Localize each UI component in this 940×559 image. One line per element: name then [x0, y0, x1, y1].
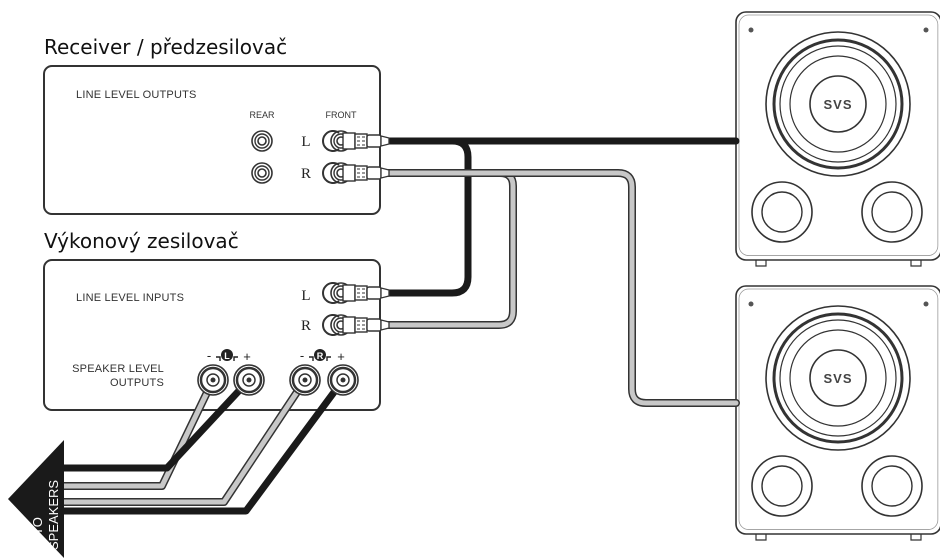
left-channel-badge — [221, 349, 233, 361]
subwoofer-top-logo: SVS — [823, 97, 852, 112]
right-plus-label: + — [337, 349, 345, 364]
subwoofer-top: SVS — [734, 10, 940, 268]
amplifier-inputs-label: LINE LEVEL INPUTS — [76, 292, 184, 304]
right-plus-terminal — [326, 363, 360, 397]
line-level-cables — [381, 137, 740, 407]
subwoofer-bottom: SVS — [734, 284, 940, 542]
speaker-level-label-line1: SPEAKER LEVEL — [72, 363, 164, 375]
left-minus-terminal — [196, 363, 230, 397]
right-channel-badge — [314, 349, 326, 361]
arrow-text-speakers: SPEAKERS — [46, 480, 61, 550]
speaker-wires — [55, 377, 346, 515]
left-plus-label: + — [243, 349, 251, 364]
receiver-front-label: FRONT — [326, 110, 357, 120]
amplifier-right-label: R — [301, 318, 311, 334]
left-channel-letter: L — [224, 351, 230, 361]
right-channel-polarity: - R + — [300, 348, 345, 364]
left-plus-terminal — [232, 363, 266, 397]
to-speakers-arrow: TO SPEAKERS — [8, 440, 64, 558]
receiver-rear-label: REAR — [249, 110, 275, 120]
amplifier-title: Výkonový zesilovač — [44, 229, 239, 253]
receiver-rear-left-jack — [251, 130, 273, 152]
receiver-rear-right-jack — [251, 162, 273, 184]
speaker-level-label-line2: OUTPUTS — [110, 377, 164, 389]
subwoofer-bottom-logo: SVS — [823, 371, 852, 386]
receiver-title: Receiver / předzesilovač — [44, 35, 287, 59]
left-channel-polarity: - L + — [207, 348, 251, 364]
arrow-text-to: TO — [30, 517, 45, 535]
amplifier-left-label: L — [301, 288, 310, 304]
right-minus-terminal — [288, 363, 322, 397]
right-minus-label: - — [300, 348, 304, 363]
right-channel-letter: R — [317, 351, 324, 361]
left-minus-label: - — [207, 348, 211, 363]
receiver-right-label: R — [301, 166, 311, 182]
receiver-left-label: L — [301, 134, 310, 150]
receiver-outputs-label: LINE LEVEL OUTPUTS — [76, 89, 197, 101]
